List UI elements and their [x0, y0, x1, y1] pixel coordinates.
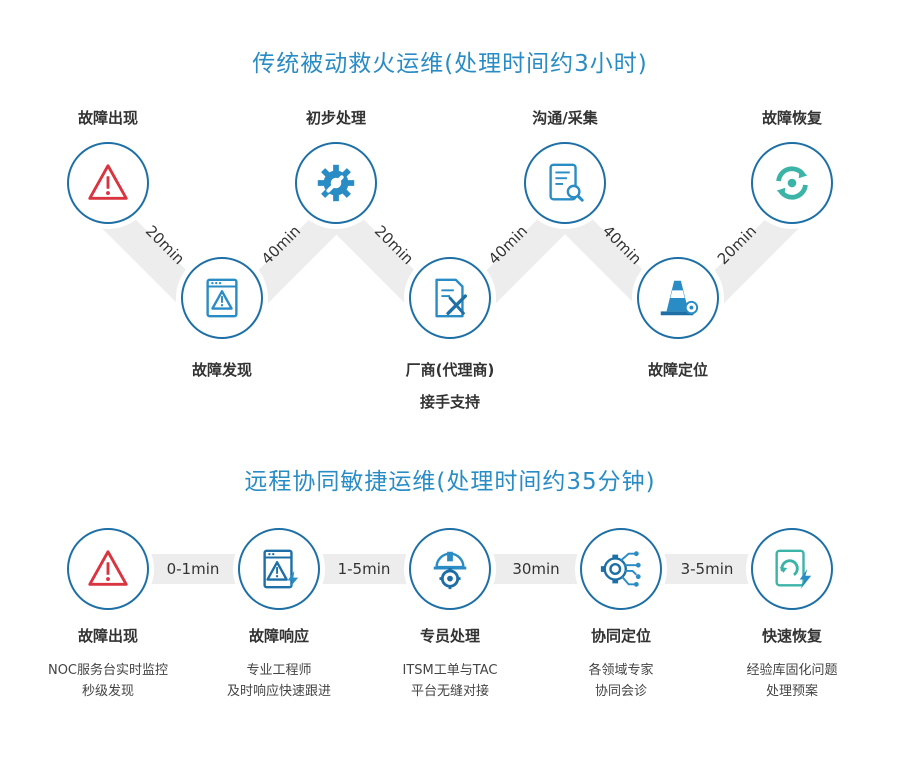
step-circle-fault-locate: [637, 257, 719, 339]
section2-title: 远程协同敏捷运维(处理时间约35分钟): [244, 469, 656, 495]
gear-wrench-icon: [317, 164, 355, 202]
warning-triangle-icon: [88, 550, 128, 586]
step-label: 快速恢复: [761, 627, 822, 645]
step-desc: 专业工程师: [246, 663, 312, 678]
step-desc: 及时响应快速跟进: [226, 684, 331, 699]
step-desc: 协同会诊: [594, 684, 647, 699]
circuit-network-icon: [600, 551, 641, 587]
document-refresh-bolt-icon: [775, 549, 812, 590]
step-desc: 平台无缝对接: [410, 684, 489, 699]
warning-triangle-icon: [88, 164, 128, 200]
step-label: 协同定位: [590, 627, 651, 645]
step-label: 沟通/采集: [532, 109, 598, 127]
duration-label: 3-5min: [680, 560, 734, 578]
refresh-cycle-icon: [776, 166, 808, 200]
duration-label: 30min: [512, 560, 560, 578]
duration-label: 0-1min: [166, 560, 220, 578]
step-label: 故障恢复: [761, 109, 822, 127]
step-label: 初步处理: [305, 109, 366, 127]
step-desc: 处理预案: [765, 684, 818, 699]
step-label: 故障响应: [248, 627, 309, 645]
document-tools-icon: [435, 278, 468, 318]
step-circle-quick-recover: [751, 528, 833, 610]
step-label: 故障定位: [647, 361, 708, 379]
step-circle-initial-handling: [295, 142, 377, 224]
step-desc: 经验库固化问题: [746, 663, 838, 678]
step-label: 故障发现: [191, 361, 252, 379]
document-search-icon: [549, 163, 584, 202]
step-circle-communicate-collect: [524, 142, 606, 224]
step-circle-fault-found: [181, 257, 263, 339]
helmet-gear-icon: [433, 551, 467, 590]
step-label: 厂商(代理商): [405, 361, 495, 379]
alarm-panel-icon: [206, 278, 238, 318]
step-circle-collaborative-locate: [580, 528, 662, 610]
traffic-cone-icon: [660, 280, 699, 316]
duration-label: 1-5min: [337, 560, 391, 578]
step-circle-vendor-support: [409, 257, 491, 339]
alarm-bolt-icon: [263, 549, 299, 590]
step-label: 故障出现: [77, 627, 138, 645]
section1-title: 传统被动救火运维(处理时间约3小时): [252, 51, 648, 77]
step-circle-fault-occurs: [67, 142, 149, 224]
step-circle-fault-occurs: [67, 528, 149, 610]
step-desc: 秒级发现: [81, 684, 134, 699]
step-circle-fault-response: [238, 528, 320, 610]
step-label: 专员处理: [419, 627, 480, 645]
step-label: 接手支持: [419, 393, 480, 411]
step-circle-specialist: [409, 528, 491, 610]
step-circle-fault-recover: [751, 142, 833, 224]
step-desc: NOC服务台实时监控: [47, 663, 169, 678]
step-desc: ITSM工单与TAC: [402, 663, 498, 678]
step-desc: 各领域专家: [588, 663, 654, 678]
step-label: 故障出现: [77, 109, 138, 127]
